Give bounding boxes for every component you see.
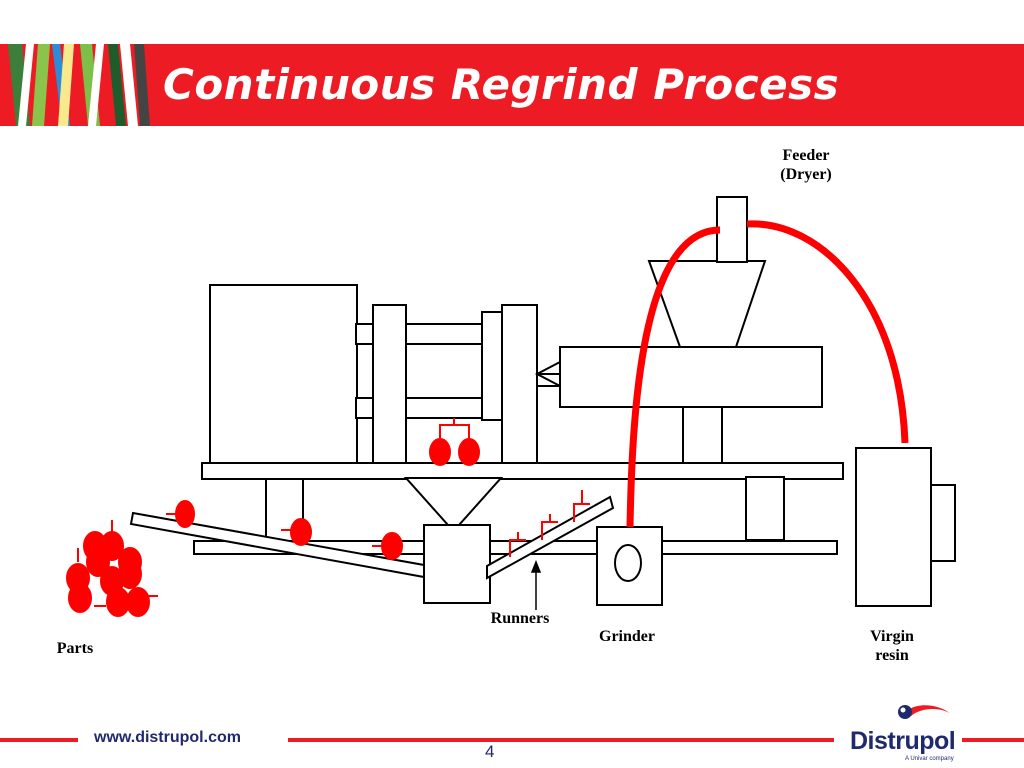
barrel-support	[682, 406, 723, 464]
decorative-stripes	[0, 44, 155, 126]
collection-bin	[423, 524, 491, 604]
grinder-rotor	[614, 544, 642, 582]
molded-part	[429, 438, 451, 466]
page-number: 4	[485, 742, 495, 761]
feeder-label: Feeder (Dryer)	[780, 147, 832, 183]
molded-part	[458, 438, 480, 466]
runners-label: Runners	[490, 610, 550, 627]
parts-conveyor	[129, 511, 425, 579]
feeder-box	[716, 196, 748, 263]
virgin-resin-silo	[855, 447, 932, 607]
header-band	[0, 44, 1024, 126]
parts-pile	[66, 520, 158, 617]
injection-barrel	[559, 346, 823, 408]
footer-line-mid	[288, 738, 834, 742]
support-right	[745, 476, 785, 541]
slide-title: Continuous Regrind Process	[163, 60, 840, 109]
grinder-label: Grinder	[599, 628, 655, 645]
virgin-resin-label: Virgin resin	[870, 628, 914, 664]
brand-subtitle: A Univar company	[905, 756, 954, 762]
drop-funnel	[403, 477, 504, 526]
footer-url[interactable]: www.distrupol.com	[94, 729, 241, 746]
clamp-housing	[209, 284, 358, 464]
footer-line-left	[0, 738, 78, 742]
parts-label: Parts	[56, 640, 94, 657]
fixed-platen	[501, 304, 538, 464]
footer-line-right	[962, 738, 1024, 742]
feed-tube-red	[626, 220, 909, 528]
brand-logo-text: Distrupol	[850, 727, 956, 755]
runners-conveyor	[486, 495, 615, 580]
distrupol-logo-icon	[898, 705, 951, 719]
moving-platen	[372, 304, 407, 464]
